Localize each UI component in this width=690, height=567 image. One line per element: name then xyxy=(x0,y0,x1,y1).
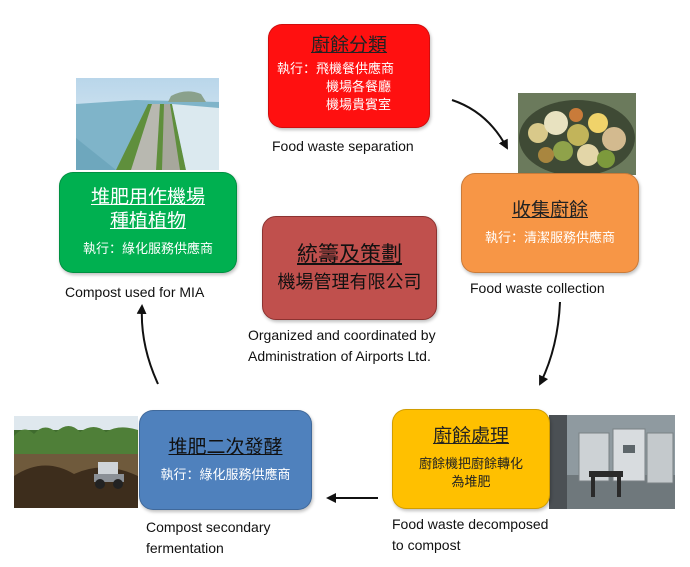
usage-title-line-1: 堆肥用作機場 xyxy=(90,186,205,208)
fermentation-caption-line-2: fermentation xyxy=(146,540,224,556)
coordination-caption-line-2: Administration of Airports Ltd. xyxy=(248,348,431,364)
processing-title: 廚餘處理 xyxy=(432,425,509,447)
coordination-box: 統籌及策劃 機場管理有限公司 xyxy=(262,216,437,320)
processing-caption-line-1: Food waste decomposed xyxy=(392,516,549,532)
separation-title: 廚餘分類 xyxy=(310,34,387,56)
food-waste-processing-box: 廚餘處理 廚餘機把廚餘轉化 為堆肥 xyxy=(392,409,550,509)
collection-exec: 執行：清潔服務供應商 xyxy=(484,231,615,246)
arrow-separation-to-collection xyxy=(451,99,508,150)
processing-line-1: 廚餘機把廚餘轉化 xyxy=(418,457,523,472)
food-waste-separation-box: 廚餘分類 執行：飛機餐供應商 機場各餐廳 機場貴賓室 xyxy=(268,24,430,128)
airport-runway-photo xyxy=(76,78,219,170)
usage-caption: Compost used for MIA xyxy=(65,284,205,300)
processing-line-2: 為堆肥 xyxy=(451,475,491,490)
coordination-subtitle: 機場管理有限公司 xyxy=(277,272,422,293)
separation-exec-label: 執行： xyxy=(277,62,317,77)
arrow-collection-to-processing xyxy=(539,301,561,386)
fermentation-caption-line-1: Compost secondary xyxy=(146,519,271,535)
coordination-title: 統籌及策劃 xyxy=(297,242,402,266)
usage-title-line-2: 種植植物 xyxy=(109,210,186,232)
processing-caption-line-2: to compost xyxy=(392,537,461,553)
food-waste-bin-photo xyxy=(518,93,636,175)
separation-caption: Food waste separation xyxy=(272,138,414,154)
collection-caption: Food waste collection xyxy=(470,280,605,296)
separation-exec-line-3: 機場貴賓室 xyxy=(326,98,392,113)
composting-field-photo xyxy=(14,416,138,508)
separation-exec-line-1: 飛機餐供應商 xyxy=(316,62,395,77)
food-waste-collection-box: 收集廚餘 執行：清潔服務供應商 xyxy=(461,173,639,273)
collection-title: 收集廚餘 xyxy=(511,199,588,221)
fermentation-exec: 執行：綠化服務供應商 xyxy=(160,468,291,483)
separation-exec: 執行：飛機餐供應商 xyxy=(277,61,429,79)
composting-machine-photo xyxy=(549,415,675,509)
compost-fermentation-box: 堆肥二次發酵 執行：綠化服務供應商 xyxy=(139,410,312,510)
fermentation-title: 堆肥二次發酵 xyxy=(168,436,283,458)
usage-exec: 執行：綠化服務供應商 xyxy=(82,242,213,257)
separation-exec-line-2: 機場各餐廳 xyxy=(326,80,392,95)
compost-usage-box: 堆肥用作機場 種植植物 執行：綠化服務供應商 xyxy=(59,172,237,273)
arrow-fermentation-to-usage xyxy=(136,304,159,385)
coordination-caption-line-1: Organized and coordinated by xyxy=(248,327,436,343)
